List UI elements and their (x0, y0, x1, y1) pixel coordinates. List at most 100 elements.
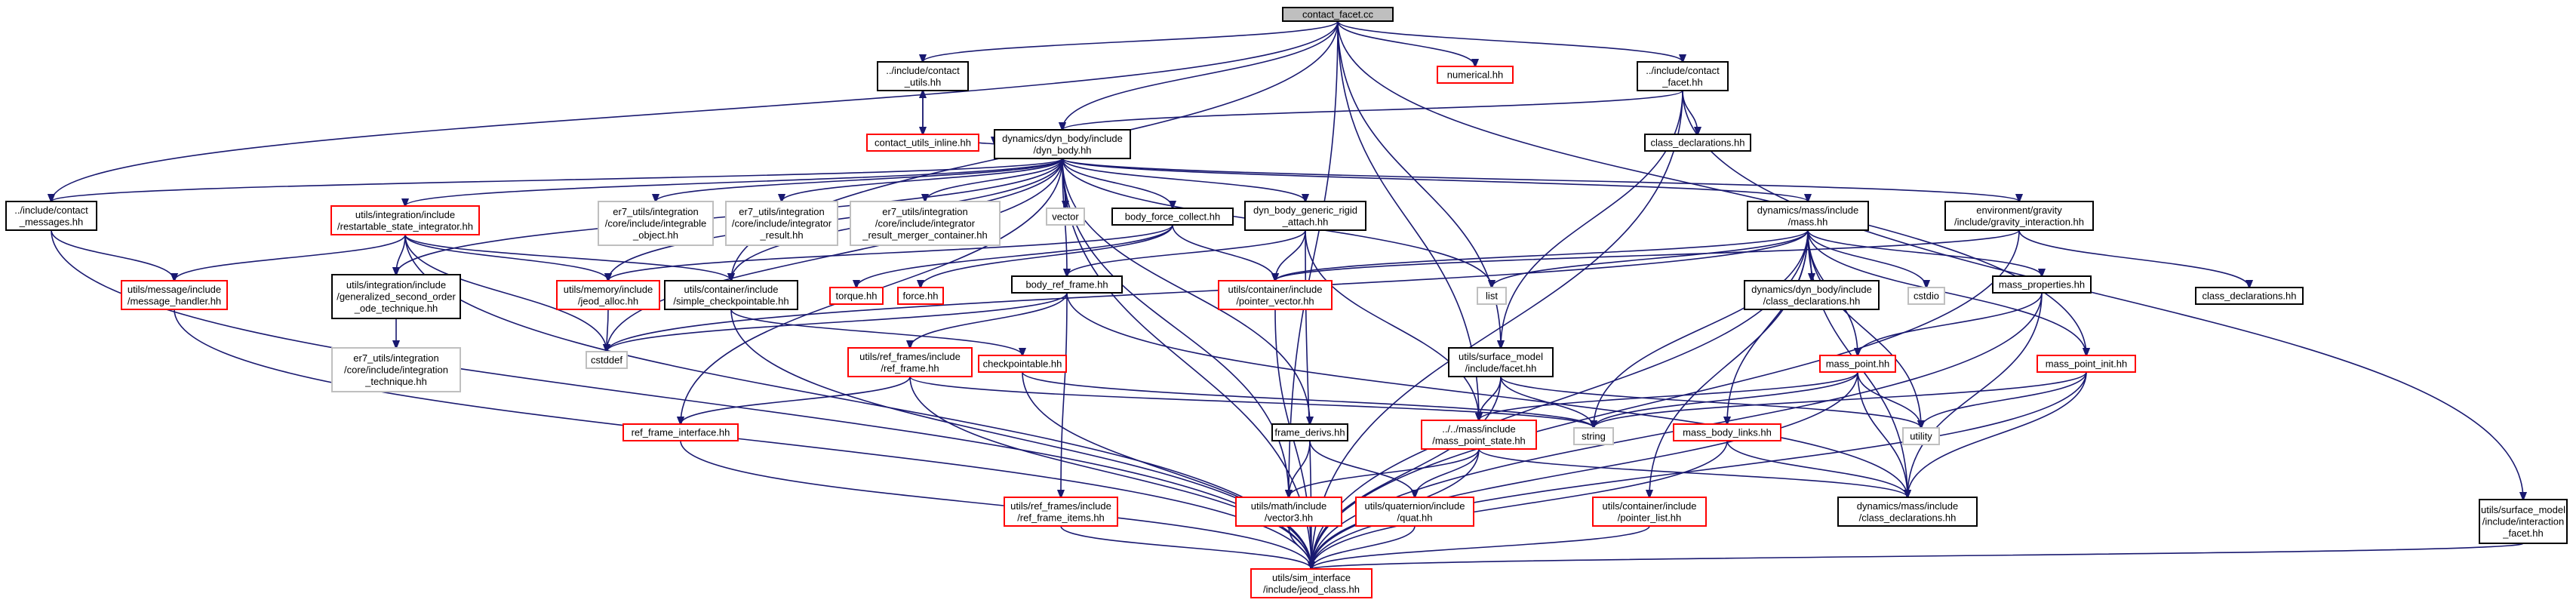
node-label-line: er7_utils/integration (739, 206, 824, 217)
edge-gravity_interaction-to-class_decl_right (2018, 229, 2249, 288)
node-label-line: mass_point.hh (1826, 358, 1890, 370)
node-body-ref-frame[interactable]: body_ref_frame.hh (1011, 275, 1123, 294)
node-mass-point-init[interactable]: mass_point_init.hh (2037, 355, 2136, 373)
node-mass-properties[interactable]: mass_properties.hh (1992, 275, 2092, 294)
node-pointer-list[interactable]: utils/container/include/pointer_list.hh (1592, 497, 1707, 527)
node-er7-integrable[interactable]: er7_utils/integration/core/include/integ… (598, 201, 714, 246)
edge-mass_point_state-to-mass_class_decl (1478, 448, 1907, 497)
node-label-line: numerical.hh (1447, 69, 1503, 81)
node-facet-hh[interactable]: utils/surface_model/include/facet.hh (1448, 347, 1554, 377)
edge-checkpointable-to-jeod_class (1022, 371, 1311, 569)
edge-mass_point-to-jeod_class (1311, 371, 1858, 569)
node-vector[interactable]: vector (1046, 208, 1085, 226)
node-label-line: string (1582, 431, 1606, 442)
node-class-decl-right[interactable]: class_declarations.hh (2195, 287, 2304, 305)
node-mass-class-decl[interactable]: dynamics/mass/include/class_declarations… (1837, 497, 1978, 527)
node-ref-frame-items[interactable]: utils/ref_frames/include/ref_frame_items… (1004, 497, 1118, 527)
node-box (331, 347, 461, 392)
node-er7-integrator[interactable]: er7_utils/integration/core/include/integ… (725, 201, 838, 246)
node-box (1437, 66, 1514, 84)
edge-body_force_collect-to-torque (856, 224, 1173, 288)
edge-mass_point-to-mass_point_state (1479, 371, 1858, 420)
node-class-decl-top[interactable]: class_declarations.hh (1644, 134, 1751, 152)
node-surface-interaction[interactable]: utils/surface_model/include/interaction_… (2479, 499, 2568, 544)
node-force[interactable]: force.hh (897, 287, 944, 305)
edge-ref_frame_interface-to-jeod_class (680, 440, 1311, 569)
node-mass-point[interactable]: mass_point.hh (1819, 355, 1896, 373)
node-dyn-body-generic[interactable]: dyn_body_generic_rigid_attach.hh (1244, 201, 1366, 231)
node-jeod-class[interactable]: utils/sim_interface/include/jeod_class.h… (1250, 568, 1373, 598)
node-contact-messages[interactable]: ../include/contact_messages.hh (5, 201, 97, 231)
node-ref-frame[interactable]: utils/ref_frames/include/ref_frame.hh (847, 347, 973, 377)
node-box (2037, 355, 2136, 373)
node-label-line: force.hh (903, 291, 939, 302)
node-label-line: mass_properties.hh (1999, 279, 2085, 291)
node-label-line: /simple_checkpointable.hh (673, 295, 788, 306)
node-label-line: /include/facet.hh (1465, 362, 1537, 374)
edge-body_ref_frame-to-ref_frame (910, 292, 1068, 348)
node-contact-utils-inline[interactable]: contact_utils_inline.hh (866, 134, 979, 152)
edge-contact_facet_hh-to-class_decl_top (1682, 90, 1698, 134)
node-label-line: /ref_frame.hh (881, 362, 939, 374)
edge-dyn_body-to-contact_messages (51, 158, 1063, 201)
edge-mass_hh-to-utility (1807, 229, 1921, 428)
node-box (1644, 134, 1751, 152)
node-message-handler[interactable]: utils/message/include/message_handler.hh (121, 280, 228, 310)
edge-body_force_collect-to-jeod_alloc (608, 224, 1173, 281)
node-checkpointable[interactable]: checkpointable.hh (978, 355, 1067, 373)
node-numerical[interactable]: numerical.hh (1437, 66, 1514, 84)
node-gravity-interaction[interactable]: environment/gravity/include/gravity_inte… (1944, 201, 2094, 231)
node-box (1250, 568, 1373, 598)
node-label-line: er7_utils/integration (353, 352, 438, 364)
edge-body_ref_frame-to-ref_frame_items (1061, 292, 1068, 497)
edge-dyn_body-to-er7_integrator (782, 158, 1063, 201)
node-generalized[interactable]: utils/integration/include/generalized_se… (331, 274, 461, 319)
node-pointer-vector[interactable]: utils/container/include/pointer_vector.h… (1218, 280, 1333, 310)
edge-dyn_body-to-er7_integrable (656, 158, 1063, 201)
node-frame-derivs[interactable]: frame_derivs.hh (1271, 423, 1348, 441)
node-list[interactable]: list (1477, 287, 1507, 305)
node-restartable[interactable]: utils/integration/include/restartable_st… (330, 205, 480, 235)
node-contact-utils[interactable]: ../include/contact_utils.hh (877, 61, 969, 91)
node-label-line: cstddef (591, 355, 622, 366)
node-label-line: class_declarations.hh (2202, 291, 2296, 302)
node-box (1235, 497, 1342, 527)
node-label-line: contact_utils_inline.hh (875, 137, 971, 149)
edge-surface_interaction-to-jeod_class (1311, 543, 2524, 569)
node-torque[interactable]: torque.hh (829, 287, 884, 305)
node-mass-hh[interactable]: dynamics/mass/include/mass.hh (1747, 201, 1869, 231)
node-dyn-body[interactable]: dynamics/dyn_body/include/dyn_body.hh (994, 129, 1131, 159)
edge-dyn_body_generic-to-body_ref_frame (1067, 229, 1306, 276)
node-er7-merger[interactable]: er7_utils/integration/core/include/integ… (850, 201, 1001, 246)
node-root[interactable]: contact_facet.cc (1282, 7, 1394, 22)
node-box (331, 274, 461, 319)
node-simple-checkpointable[interactable]: utils/container/include/simple_checkpoin… (664, 280, 798, 310)
node-jeod-alloc[interactable]: utils/memory/include/jeod_alloc.hh (556, 280, 660, 310)
node-vector3[interactable]: utils/math/include/vector3.hh (1235, 497, 1342, 527)
node-label-line: mass_point_init.hh (2046, 358, 2127, 370)
node-string[interactable]: string (1573, 427, 1614, 445)
node-box (829, 287, 884, 305)
edge-mass_properties-to-mass_class_decl (1907, 292, 2043, 497)
node-er7-integration-technique[interactable]: er7_utils/integration/core/include/integ… (331, 347, 461, 392)
node-label-line: utils/container/include (1602, 500, 1696, 512)
node-cstdio[interactable]: cstdio (1907, 287, 1945, 305)
node-label-line: utils/ref_frames/include (859, 351, 961, 362)
node-quat[interactable]: utils/quaternion/include/quat.hh (1355, 497, 1474, 527)
node-label-line: contact_facet.cc (1302, 9, 1373, 20)
node-body-force-collect[interactable]: body_force_collect.hh (1111, 208, 1234, 226)
edge-contact_utils_inline-to-dyn_body (978, 143, 994, 144)
node-cstddef[interactable]: cstddef (586, 351, 628, 369)
node-mass-body-links[interactable]: mass_body_links.hh (1673, 423, 1781, 441)
node-label-line: utils/surface_model (2481, 504, 2565, 515)
node-label-line: /core/include/integrator (732, 218, 832, 229)
node-label-line: utils/quaternion/include (1365, 500, 1465, 512)
node-ref-frame-interface[interactable]: ref_frame_interface.hh (622, 423, 739, 441)
edge-frame_derivs-to-vector3 (1289, 440, 1311, 497)
node-label-line: er7_utils/integration (613, 206, 698, 217)
node-dyn-body-class-decl[interactable]: dynamics/dyn_body/include/class_declarat… (1744, 280, 1880, 310)
node-box (2195, 287, 2304, 305)
node-utility[interactable]: utility (1902, 427, 1940, 445)
node-mass-point-state[interactable]: ../../mass/include/mass_point_state.hh (1421, 420, 1537, 450)
node-contact-facet-hh[interactable]: ../include/contact_facet.hh (1637, 61, 1729, 91)
